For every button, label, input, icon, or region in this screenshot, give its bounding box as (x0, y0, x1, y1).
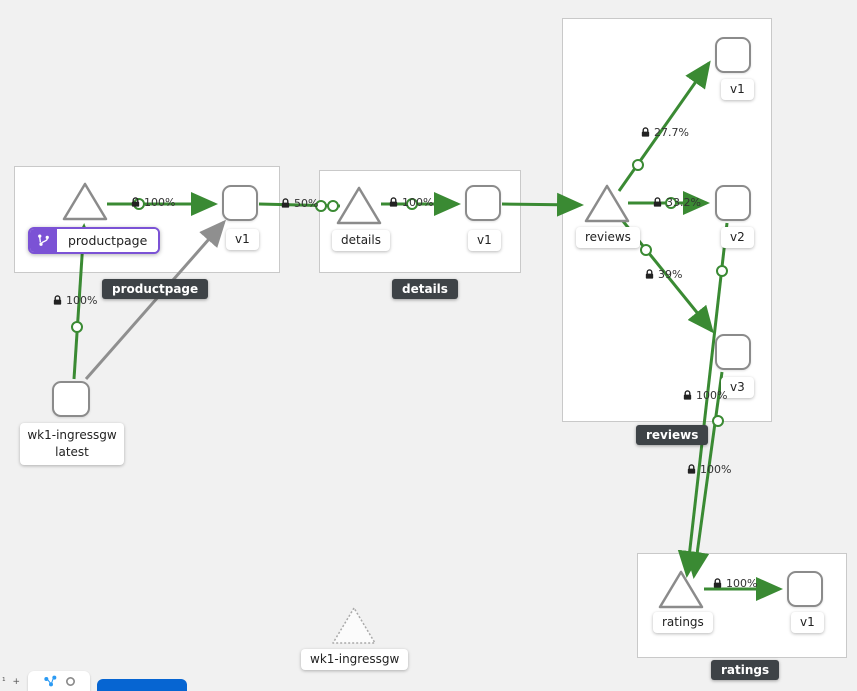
lock-icon (281, 198, 290, 208)
selected-node-label[interactable]: productpage (28, 227, 161, 254)
zoom-controls-fragment[interactable]: ¹ + (2, 677, 23, 687)
edge-reviewsv3-ratings[interactable] (685, 371, 724, 579)
edge-ingress-productpage-v1[interactable] (84, 219, 226, 380)
node-label[interactable]: ratings (653, 612, 713, 633)
group-badge-details[interactable]: details (392, 279, 458, 299)
node-productpage-v1[interactable] (222, 185, 258, 221)
graph-icon (43, 675, 56, 687)
lock-icon (641, 127, 650, 137)
edge-label[interactable]: 100% (130, 196, 175, 209)
edge-label[interactable]: 100% (682, 389, 727, 402)
group-badge-ratings[interactable]: ratings (711, 660, 780, 680)
code-branch-icon (30, 229, 57, 252)
edge-label[interactable]: 50% (280, 197, 318, 210)
edge-label[interactable]: 27.7% (640, 126, 689, 139)
edge-label[interactable]: 39% (644, 268, 682, 281)
lock-icon (653, 197, 662, 207)
lock-icon (713, 578, 722, 588)
legend-button[interactable] (97, 679, 187, 691)
node-label[interactable]: v1 (721, 79, 754, 100)
lock-icon (53, 295, 62, 305)
node-label[interactable]: v1 (226, 229, 259, 250)
node-label[interactable]: details (332, 230, 390, 251)
graph-tool-card[interactable] (28, 671, 90, 691)
node-reviews-service[interactable] (584, 184, 630, 223)
selected-node-text: productpage (57, 229, 159, 252)
edge-reviews-v1[interactable] (617, 60, 711, 192)
edge-reviewsv2-ratings[interactable] (677, 222, 729, 578)
node-ingress-workload[interactable] (52, 381, 90, 417)
node-reviews-v2[interactable] (715, 185, 751, 221)
node-label-idle-gateway[interactable]: wk1-ingressgw (301, 649, 409, 670)
node-label[interactable]: reviews (576, 227, 640, 248)
node-label[interactable]: v2 (721, 227, 754, 248)
node-reviews-v1[interactable] (715, 37, 751, 73)
node-label[interactable]: v1 (468, 230, 501, 251)
node-label[interactable]: v1 (791, 612, 824, 633)
lock-icon (687, 464, 696, 474)
edge-label[interactable]: 100% (686, 463, 731, 476)
edge-label[interactable]: 100% (52, 294, 97, 307)
node-details-service[interactable] (336, 186, 382, 225)
group-badge-reviews[interactable]: reviews (636, 425, 709, 445)
lock-icon (389, 197, 398, 207)
node-details-v1[interactable] (465, 185, 501, 221)
node-productpage-service[interactable] (62, 182, 108, 221)
node-label-ingress[interactable]: wk1-ingressgw latest (20, 423, 124, 465)
edge-detailsv1-reviews[interactable] (501, 192, 584, 217)
lock-icon (645, 269, 654, 279)
node-reviews-v3[interactable] (715, 334, 751, 370)
node-ratings-v1[interactable] (787, 571, 823, 607)
group-badge-productpage[interactable]: productpage (102, 279, 209, 299)
edge-label[interactable]: 33.2% (652, 196, 701, 209)
node-idle-gateway[interactable] (332, 607, 376, 644)
edge-label[interactable]: 100% (712, 577, 757, 590)
node-label[interactable]: v3 (721, 377, 754, 398)
node-ratings-service[interactable] (658, 570, 704, 609)
lock-icon (131, 197, 140, 207)
lock-icon (683, 390, 692, 400)
edge-label[interactable]: 100% (388, 196, 433, 209)
magnifier-icon (65, 676, 75, 686)
